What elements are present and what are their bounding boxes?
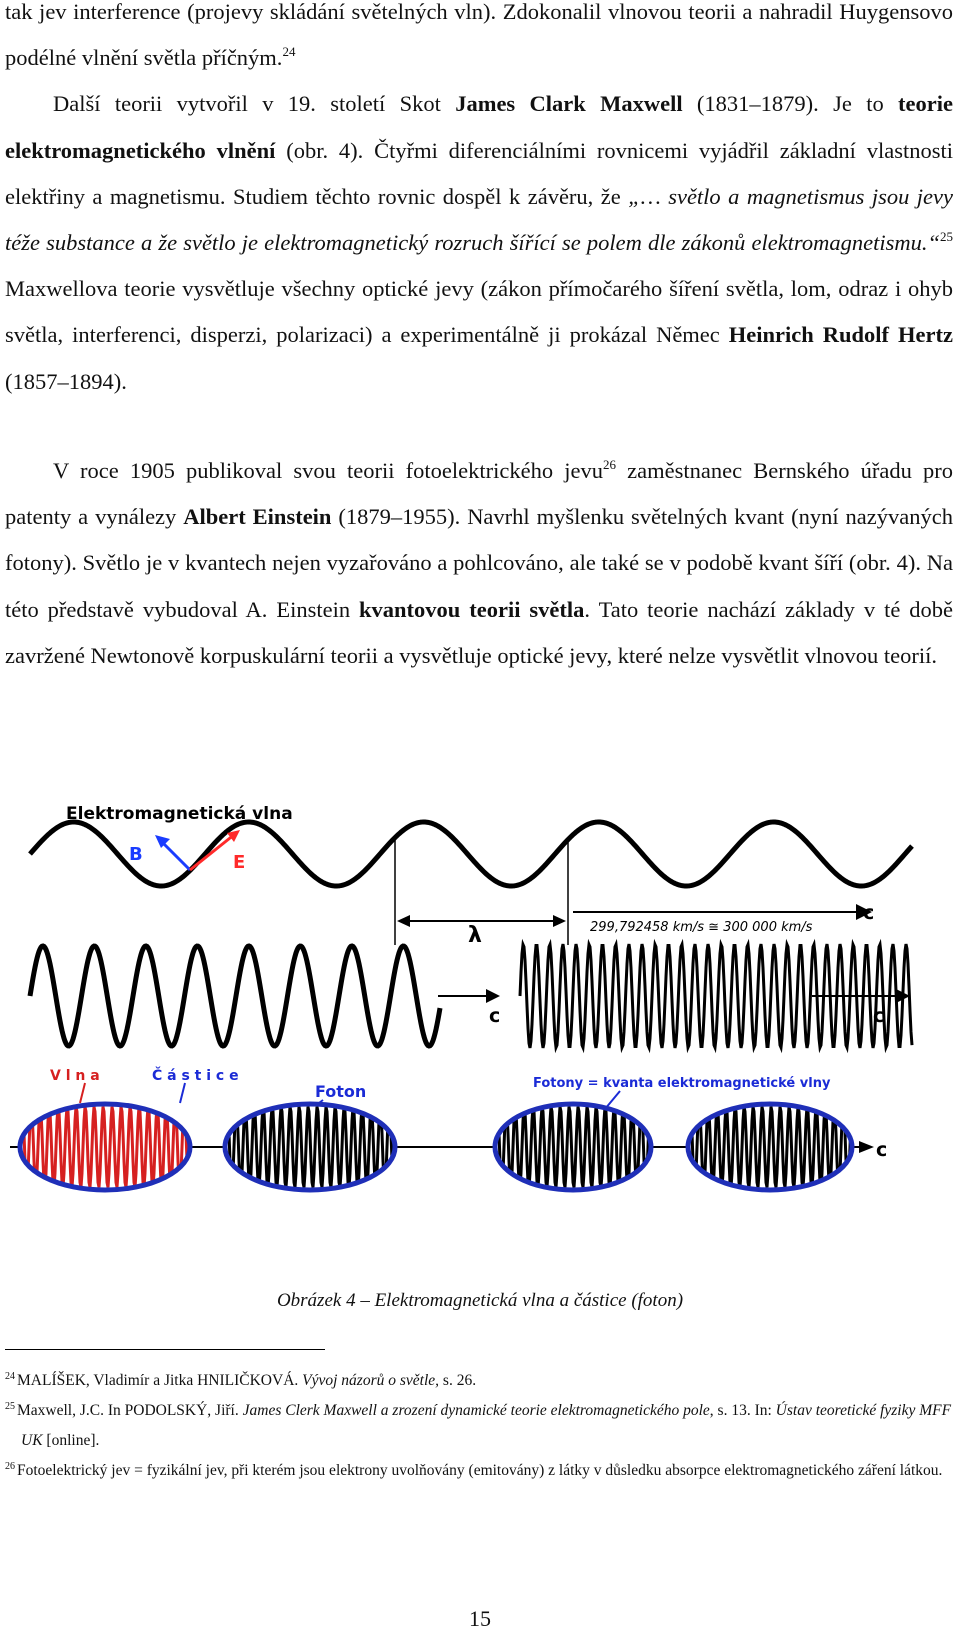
lambda-label: λ [468,923,482,948]
maxwell-quote: „… světlo a magnetismus jsou jevy téže s… [5,183,954,256]
wave-pointer [79,1082,86,1104]
particle-pointer [179,1082,186,1104]
e-vector-head [227,830,240,842]
photon-packet-3 [492,1101,654,1193]
speed-label: 299,792458 km/s ≅ 300 000 km/s [590,920,813,935]
em-wave-diagram: Elektromagnetická vlna λ 299,792458 km/s… [10,804,914,1193]
c-label-bottom: c [876,1139,887,1161]
speed-arrowhead-top [856,904,872,920]
photon-packet-1 [17,1101,193,1193]
footnote-ref-26[interactable]: 26 [603,457,617,472]
figure-title: Elektromagnetická vlna [66,804,293,824]
wave-middle-left [27,943,443,1049]
e-vector [189,832,236,872]
term-quantum-theory: kvantovou teorii světla [359,596,585,622]
packet-outline [17,1101,193,1193]
wave-middle-right [518,938,914,1054]
term-em-theory: teorie elektromagnetického vlnění [5,91,953,163]
wavelength-arrowhead-left [397,915,410,927]
body-text-2: V roce 1905 publikoval svou teorii fotoe… [5,448,953,679]
name-maxwell: James Clark Maxwell [455,91,683,117]
packet-outline [685,1101,855,1193]
wavelength-arrowhead-right [553,915,566,927]
footnote-ref-24[interactable]: 24 [282,44,296,60]
paragraph-2: Další teorii vytvořil v 19. století Skot… [5,91,954,394]
footnote-separator [5,1349,325,1350]
page-number: 15 [469,1606,491,1631]
b-label: B [129,844,143,865]
body-text: tak jev interference (projevy skládání s… [5,0,953,405]
photon-axis-head [859,1141,874,1153]
figure-em-wave: Elektromagnetická vlna λ 299,792458 km/s… [0,800,960,1193]
wave-top [28,819,914,889]
packet-wave [495,1106,651,1188]
wave-label: V l n a [50,1068,100,1084]
particle-label: Č á s t i c e [152,1066,239,1084]
c-label-top: c [863,902,874,924]
packet-outline [222,1101,398,1193]
photon-packet-2 [222,1101,398,1193]
paragraph-3: V roce 1905 publikoval svou teorii fotoe… [5,457,953,668]
b-vector-head [155,835,170,848]
c-label-mid-left: c [489,1005,500,1027]
photon-packet-4 [685,1101,855,1193]
photons-label: Fotony = kvanta elektromagnetické vlny [533,1076,831,1091]
photon-label: Foton [315,1082,366,1101]
name-hertz: Heinrich Rudolf Hertz [728,322,953,348]
speed-arrowhead-mid-right [896,989,910,1003]
e-label: E [233,852,245,873]
speed-arrowhead-mid-left [486,989,500,1003]
paragraph-1: tak jev interference (projevy skládání s… [5,0,953,71]
figure-caption: Obrázek 4 – Elektromagnetická vlna a čás… [276,1290,684,1311]
footnote-ref-25[interactable]: 25 [940,229,953,245]
c-label-mid-right: c [873,1005,884,1027]
packet-outline [492,1101,654,1193]
name-einstein: Albert Einstein [183,504,332,530]
